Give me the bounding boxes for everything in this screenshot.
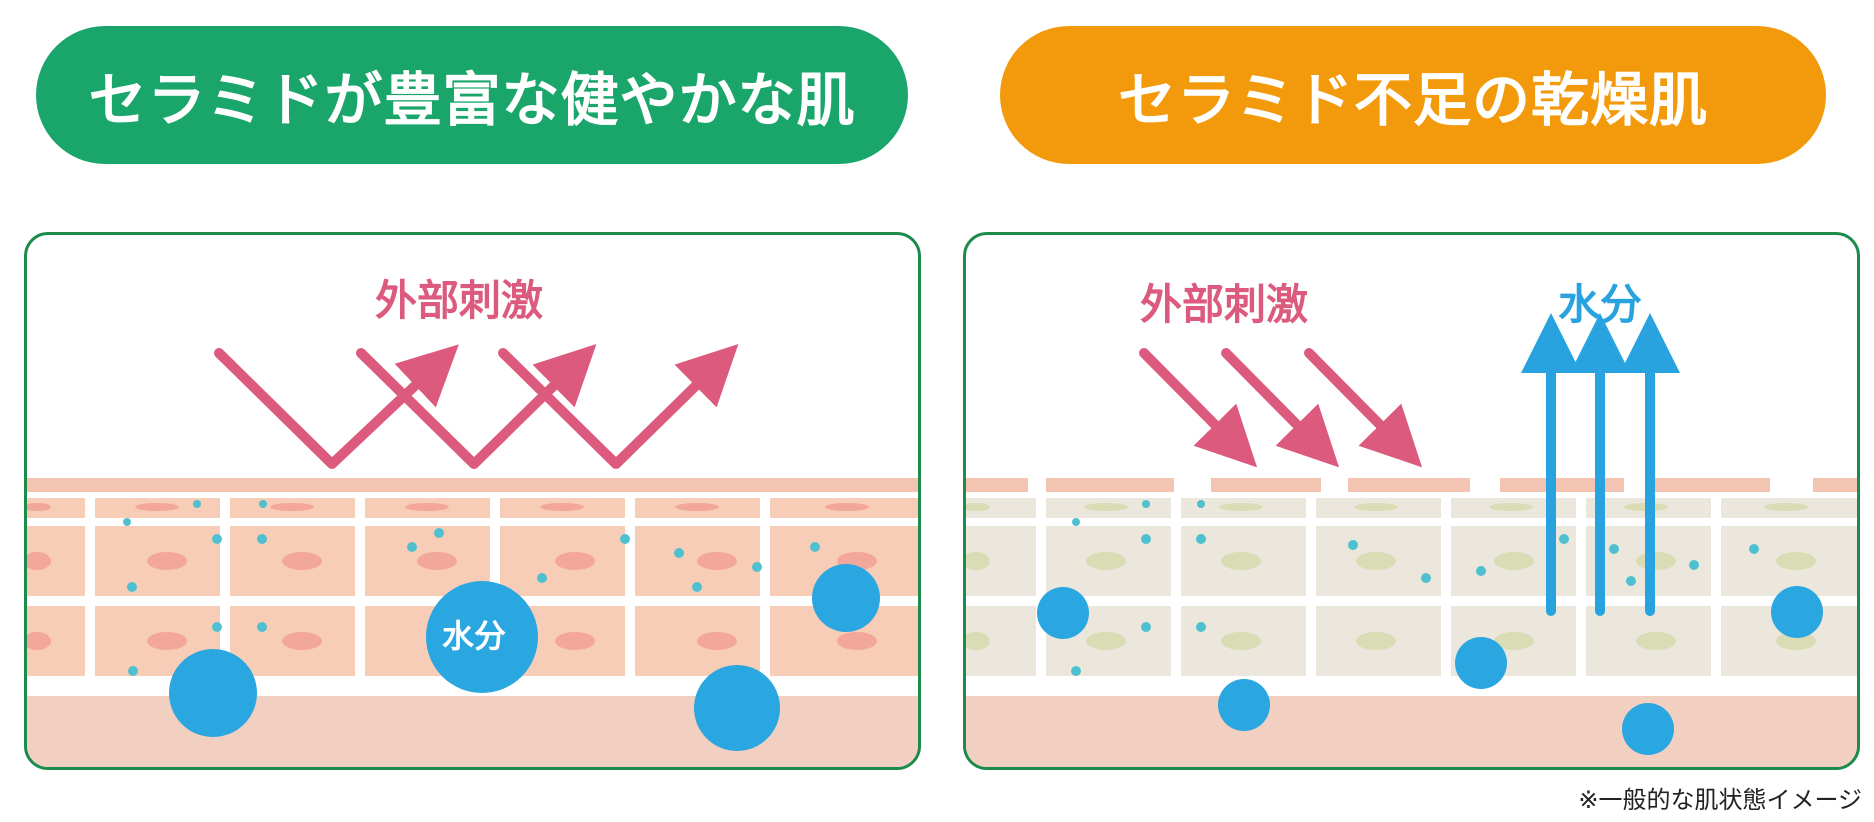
stratum-corneum-top <box>27 478 918 492</box>
sparse-ceramide-dots <box>1071 500 1759 676</box>
dry-skin-title: セラミド不足の乾燥肌 <box>1000 26 1826 164</box>
moisture-drop-icon <box>1622 703 1674 755</box>
incoming-arrow-icon <box>1221 348 1340 468</box>
reflect-arrow-icon <box>498 343 739 469</box>
moisture-drop-icon <box>169 649 257 737</box>
moisture-drop-icon <box>1218 679 1270 731</box>
moisture-drop-icon <box>426 581 538 693</box>
dry-skin-panel: 外部刺激 水分 <box>963 232 1860 770</box>
incoming-arrow-icon <box>1304 348 1423 468</box>
dry-skin-diagram <box>966 313 1857 767</box>
healthy-skin-panel: 外部刺激 水分 <box>24 232 921 770</box>
ceramide-dots <box>123 500 820 676</box>
reflect-arrow-icon <box>356 343 597 469</box>
reflect-arrow-icon <box>214 344 459 469</box>
dermis-layer <box>966 696 1857 767</box>
moisture-label: 水分 <box>1558 280 1643 329</box>
moisture-drop-icon <box>1771 586 1823 638</box>
external-stimulus-label: 外部刺激 <box>1140 280 1309 329</box>
moisture-drop-icon <box>694 665 780 751</box>
moisture-drop-icon <box>1455 637 1507 689</box>
healthy-skin-title: セラミドが豊富な健やかな肌 <box>36 26 908 164</box>
moisture-label: 水分 <box>442 617 507 655</box>
external-stimulus-label: 外部刺激 <box>375 276 544 325</box>
cell-nuclei <box>27 503 877 650</box>
footnote: ※一般的な肌状態イメージ <box>1578 786 1862 814</box>
incoming-arrow-icon <box>1139 348 1258 468</box>
dermis-layer <box>27 696 918 767</box>
dry-cell-nuclei <box>966 503 1816 650</box>
healthy-skin-diagram <box>27 343 918 767</box>
moisture-drop-icon <box>1037 587 1089 639</box>
cell-row-2 <box>27 526 918 596</box>
moisture-drop-icon <box>812 564 880 632</box>
broken-stratum-corneum <box>966 478 1857 492</box>
